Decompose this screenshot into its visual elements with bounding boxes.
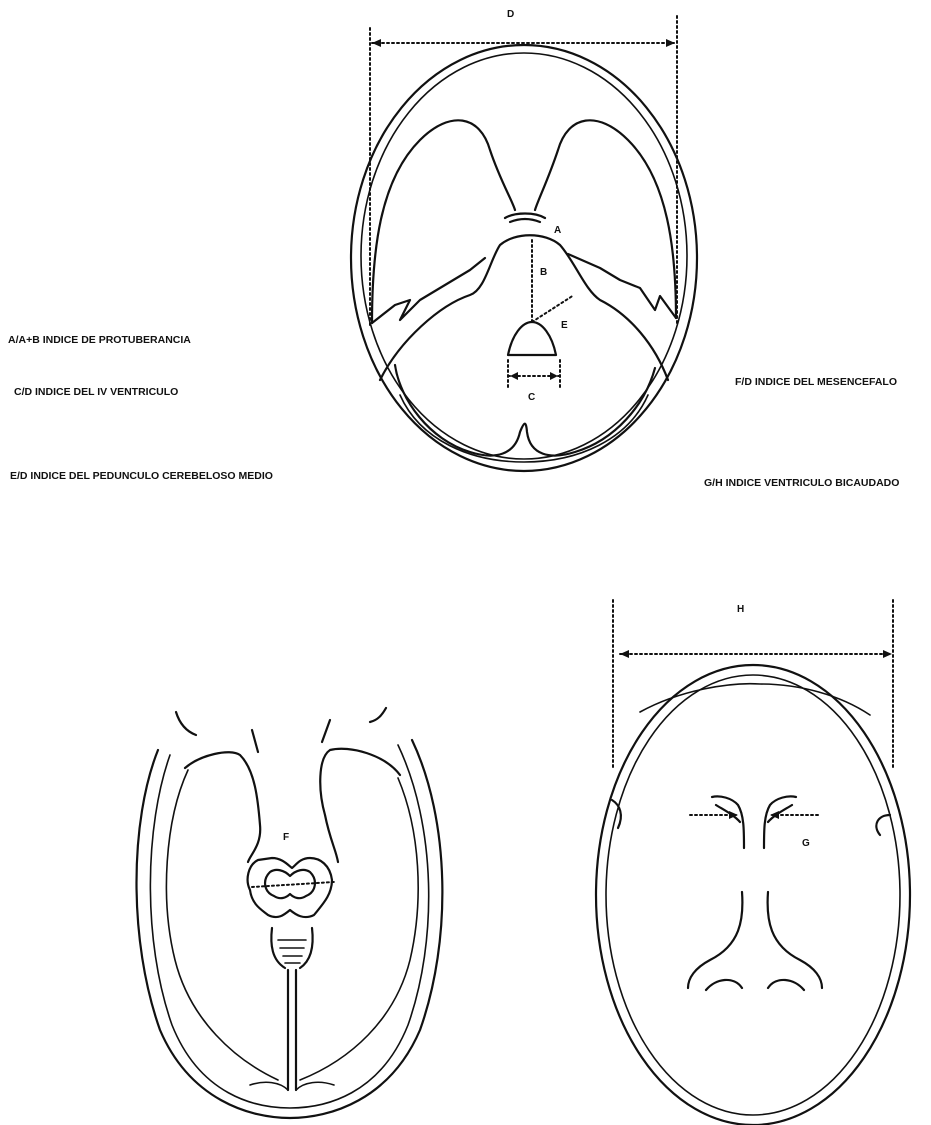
arrow-H-right	[883, 650, 892, 658]
skull-fragment-3	[322, 720, 330, 742]
posterior-fossa-diagram: D A B E C	[351, 9, 697, 471]
occipital-pole	[250, 1082, 334, 1090]
caption-mesencefalo: F/D INDICE DEL MESENCEFALO	[735, 376, 897, 388]
label-D: D	[507, 9, 514, 20]
label-H: H	[737, 604, 744, 615]
midbrain-outline	[248, 858, 332, 917]
skull-fragment-2	[252, 730, 258, 752]
frontal-horns-inner	[716, 805, 792, 822]
label-F: F	[283, 832, 289, 843]
midbrain-diagram: F	[137, 708, 443, 1118]
arrow-D-right	[666, 39, 675, 47]
notch-top	[505, 214, 545, 219]
skull-outer	[137, 740, 443, 1118]
right-hemisphere-outline	[320, 749, 400, 862]
caption-iv-ventriculo: C/D INDICE DEL IV VENTRICULO	[14, 386, 178, 398]
pons-cerebellum-outline	[380, 235, 668, 380]
frontal-horns-outer	[712, 796, 796, 848]
skull-inner	[361, 53, 687, 459]
skull-outer	[596, 665, 910, 1125]
skull-outer	[351, 45, 697, 471]
skull-inner	[606, 675, 900, 1115]
skull-fragment-right	[370, 708, 386, 722]
label-B: B	[540, 267, 547, 278]
label-E: E	[561, 320, 568, 331]
right-petrous-ridge	[568, 254, 676, 318]
occipital-horns	[706, 980, 804, 990]
bicaudate-diagram: H G	[596, 600, 910, 1125]
interhemispheric-fissure	[288, 970, 296, 1090]
left-hemisphere-outline	[185, 752, 260, 862]
fourth-ventricle	[508, 322, 556, 355]
notch-bottom	[510, 219, 540, 222]
right-hemisphere-inner	[300, 778, 418, 1080]
skull-fragment-left	[176, 712, 196, 735]
label-A: A	[554, 225, 561, 236]
cerebellar-hemispheres	[395, 365, 655, 456]
skull-inner	[150, 745, 428, 1108]
label-C: C	[528, 392, 535, 403]
label-G: G	[802, 838, 810, 849]
ventricle-body	[688, 892, 822, 988]
left-frontal-outline	[372, 120, 515, 323]
right-temporal-notch	[876, 815, 890, 835]
arrow-C-left	[510, 372, 518, 380]
caption-bicaudado: G/H INDICE VENTRICULO BICAUDADO	[704, 477, 899, 489]
left-petrous-ridge	[372, 258, 485, 323]
measure-E	[532, 295, 574, 322]
brainstem-bands	[278, 940, 306, 963]
arrow-C-right	[550, 372, 558, 380]
arrow-H-left	[620, 650, 629, 658]
left-hemisphere-inner	[166, 770, 278, 1080]
caption-protuberancia: A/A+B INDICE DE PROTUBERANCIA	[8, 334, 191, 346]
right-frontal-outline	[535, 120, 676, 318]
caption-pedunculo: E/D INDICE DEL PEDUNCULO CEREBELOSO MEDI…	[10, 470, 273, 482]
arrow-D-left	[372, 39, 381, 47]
